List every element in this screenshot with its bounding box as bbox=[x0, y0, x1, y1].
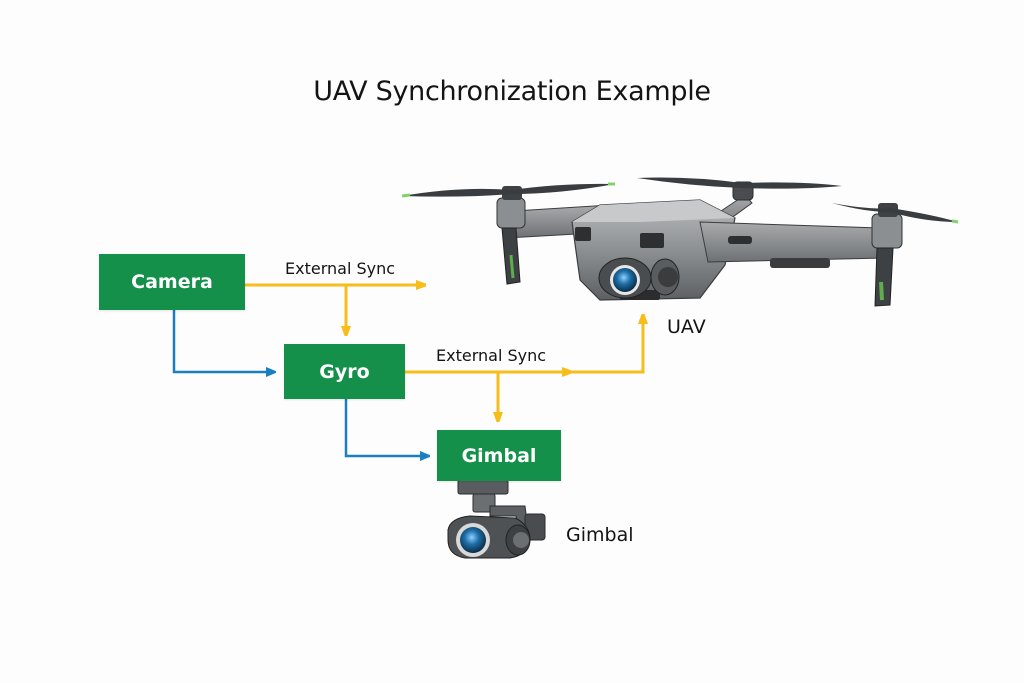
camera-node-label: Camera bbox=[131, 271, 213, 293]
gimbal-camera-icon bbox=[447, 479, 546, 559]
diagram-title: UAV Synchronization Example bbox=[313, 76, 711, 107]
data-edge-camera-gyro bbox=[172, 310, 274, 372]
sync-edge-camera bbox=[245, 285, 424, 334]
gimbal-node: Gimbal bbox=[437, 430, 561, 481]
data-edge-gyro-gimbal bbox=[344, 399, 428, 456]
sync-edge-gyro bbox=[405, 316, 643, 420]
gyro-node-label: Gyro bbox=[319, 360, 370, 383]
uav-label: UAV bbox=[667, 316, 706, 338]
uav-drone-icon bbox=[401, 177, 959, 307]
camera-node: Camera bbox=[99, 254, 245, 310]
gyro-node: Gyro bbox=[284, 344, 405, 399]
camera-sync-label: External Sync bbox=[285, 259, 396, 278]
gyro-sync-label: External Sync bbox=[436, 346, 547, 365]
gimbal-node-label: Gimbal bbox=[461, 444, 537, 467]
gimbal-device-label: Gimbal bbox=[566, 524, 634, 546]
